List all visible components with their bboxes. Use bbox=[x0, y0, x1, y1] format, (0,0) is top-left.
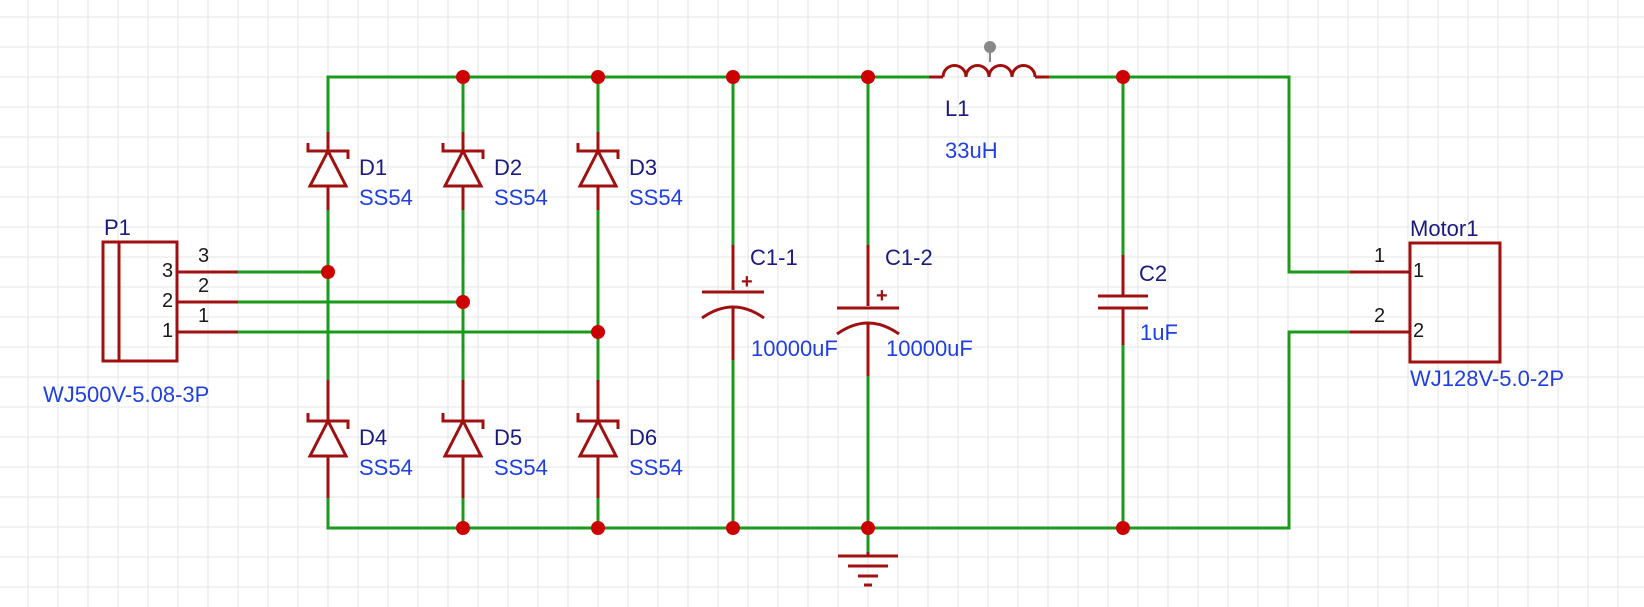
motor1-value: WJ128V-5.0-2P bbox=[1410, 366, 1564, 391]
d6-value: SS54 bbox=[629, 455, 683, 480]
c1-1-plus-sign: + bbox=[741, 271, 753, 293]
wire-top-rail-right[interactable] bbox=[1047, 75, 1352, 274]
d3-value: SS54 bbox=[629, 185, 683, 210]
diode-d5[interactable] bbox=[441, 380, 485, 498]
capacitor-c1-1[interactable] bbox=[701, 245, 765, 360]
junction-dot[interactable] bbox=[861, 521, 875, 535]
d4-value: SS54 bbox=[359, 455, 413, 480]
junction-dot[interactable] bbox=[861, 70, 875, 84]
c1-2-plus-sign: + bbox=[876, 285, 888, 307]
l1-designator: L1 bbox=[945, 96, 969, 121]
junction-dot[interactable] bbox=[321, 265, 335, 279]
wires bbox=[236, 75, 1352, 554]
p1-pin-number-1: 1 bbox=[162, 320, 173, 342]
c1-1-value: 10000uF bbox=[751, 336, 838, 361]
d5-value: SS54 bbox=[494, 455, 548, 480]
connector-p1[interactable] bbox=[101, 240, 238, 363]
diode-d1[interactable] bbox=[306, 132, 350, 210]
junction-dot[interactable] bbox=[456, 70, 470, 84]
motor1-pin-label-1: 1 bbox=[1374, 245, 1385, 267]
p1-pin-label-3: 3 bbox=[198, 245, 209, 267]
l1-pin-dot-icon bbox=[984, 41, 996, 53]
p1-pin-number-2: 2 bbox=[162, 290, 173, 312]
d1-designator: D1 bbox=[359, 155, 387, 180]
inductor-l1[interactable] bbox=[929, 41, 1049, 79]
junction-dot[interactable] bbox=[456, 521, 470, 535]
junction-dot[interactable] bbox=[1116, 70, 1130, 84]
junction-dot[interactable] bbox=[726, 521, 740, 535]
junctions bbox=[321, 70, 1130, 535]
motor1-designator: Motor1 bbox=[1410, 216, 1478, 241]
junction-dot[interactable] bbox=[591, 70, 605, 84]
diode-d2[interactable] bbox=[441, 132, 485, 210]
c2-designator: C2 bbox=[1139, 261, 1167, 286]
d5-designator: D5 bbox=[494, 425, 522, 450]
c2-value: 1uF bbox=[1140, 320, 1178, 345]
junction-dot[interactable] bbox=[1116, 521, 1130, 535]
junction-dot[interactable] bbox=[726, 70, 740, 84]
p1-pin-label-1: 1 bbox=[198, 305, 209, 327]
diode-d3[interactable] bbox=[576, 132, 620, 210]
ground-icon[interactable] bbox=[838, 552, 898, 587]
l1-value: 33uH bbox=[945, 138, 998, 163]
junction-dot[interactable] bbox=[456, 295, 470, 309]
motor1-pin-number-1: 1 bbox=[1413, 260, 1424, 282]
junction-dot[interactable] bbox=[591, 521, 605, 535]
motor1-pin-number-2: 2 bbox=[1413, 320, 1424, 342]
c1-1-designator: C1-1 bbox=[750, 245, 798, 270]
d4-designator: D4 bbox=[359, 425, 387, 450]
c1-2-value: 10000uF bbox=[886, 336, 973, 361]
d2-designator: D2 bbox=[494, 155, 522, 180]
p1-pin-number-3: 3 bbox=[162, 260, 173, 282]
d1-value: SS54 bbox=[359, 185, 413, 210]
connector-motor1[interactable] bbox=[1350, 241, 1502, 364]
c1-2-designator: C1-2 bbox=[885, 245, 933, 270]
capacitor-c1-2[interactable] bbox=[836, 245, 900, 376]
motor1-pin-label-2: 2 bbox=[1374, 305, 1385, 327]
p1-designator: P1 bbox=[104, 215, 131, 240]
d6-designator: D6 bbox=[629, 425, 657, 450]
junction-dot[interactable] bbox=[591, 325, 605, 339]
diode-d4[interactable] bbox=[306, 380, 350, 498]
p1-value: WJ500V-5.08-3P bbox=[43, 382, 209, 407]
d2-value: SS54 bbox=[494, 185, 548, 210]
d3-designator: D3 bbox=[629, 155, 657, 180]
capacitor-c2[interactable] bbox=[1098, 255, 1148, 345]
p1-pin-label-2: 2 bbox=[198, 275, 209, 297]
diode-d6[interactable] bbox=[576, 380, 620, 498]
wire-bottom-rail[interactable] bbox=[326, 330, 1352, 530]
